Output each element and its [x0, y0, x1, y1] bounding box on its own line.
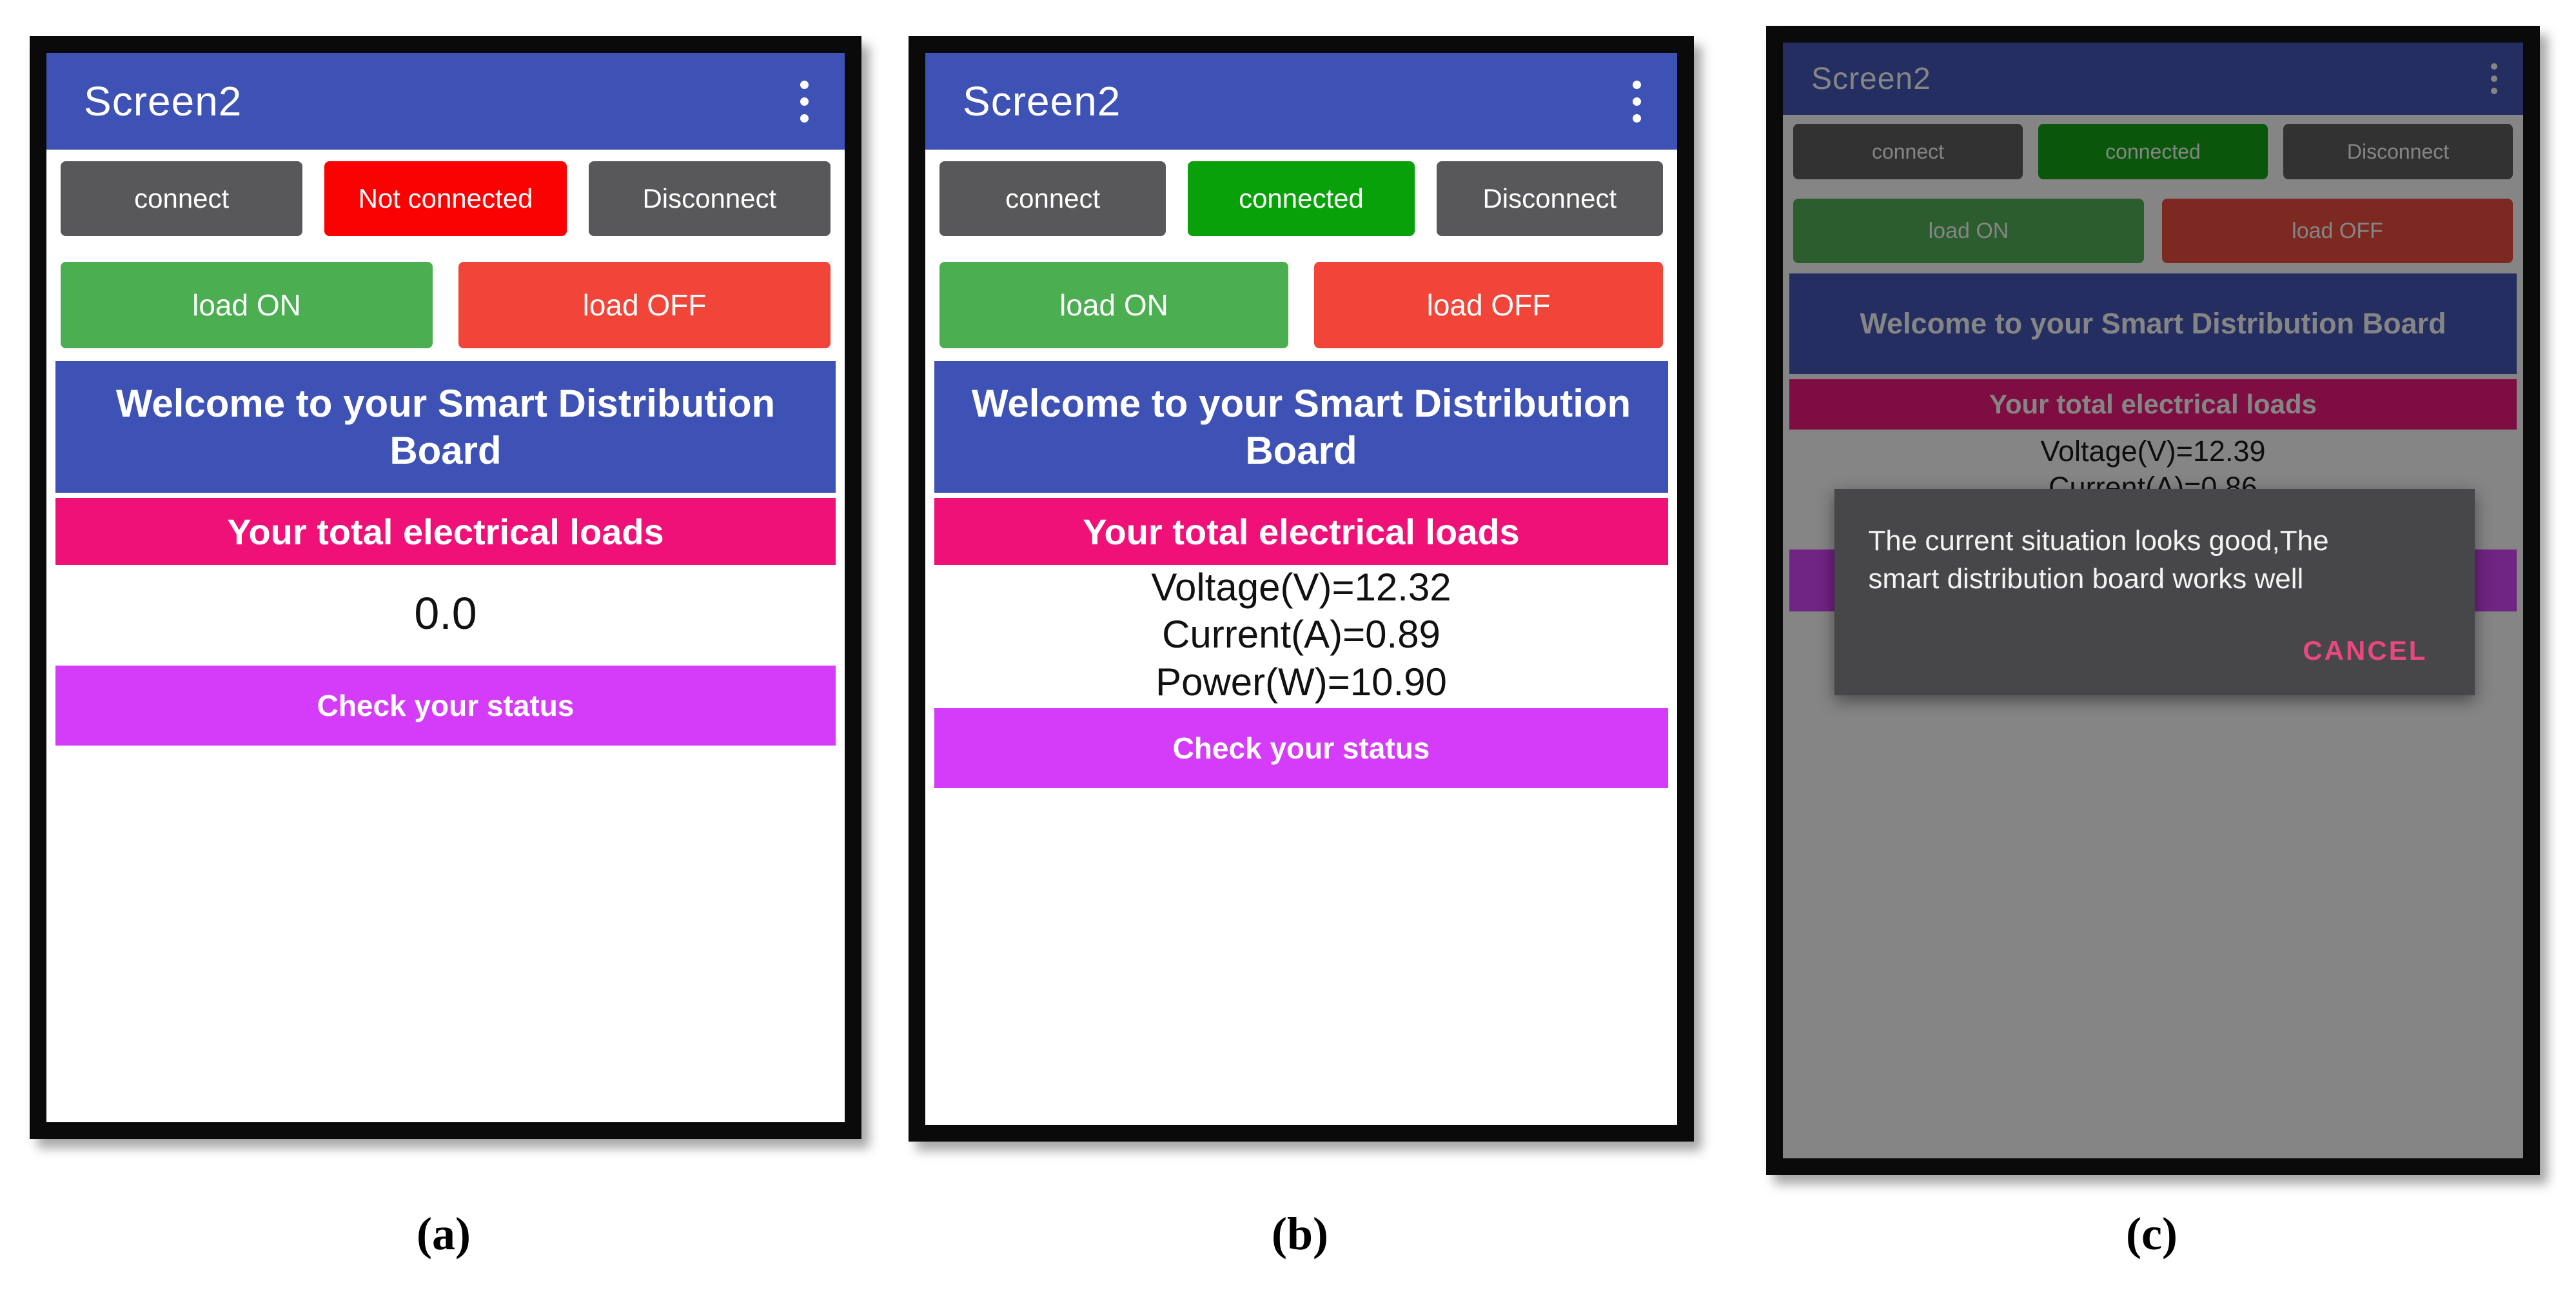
screen-title: Screen2	[84, 78, 242, 124]
check-status-button[interactable]: Check your status	[934, 708, 1668, 788]
app-screen-c: Screen2 connect connected Disconnect loa…	[1783, 43, 2523, 1158]
phone-frame-b: Screen2 connect connected Disconnect loa…	[909, 36, 1694, 1142]
connection-button-row: connect Not connected Disconnect	[61, 161, 831, 236]
disconnect-button[interactable]: Disconnect	[588, 161, 831, 236]
load-on-button[interactable]: load ON	[939, 262, 1288, 348]
load-button-row: load ON load OFF	[61, 262, 831, 348]
load-off-button[interactable]: load OFF	[1314, 262, 1663, 348]
load-on-button[interactable]: load ON	[61, 262, 433, 348]
caption-a: (a)	[417, 1208, 471, 1260]
app-header: Screen2	[46, 53, 845, 150]
loads-banner: Your total electrical loads	[934, 498, 1668, 565]
current-value: Current(A)=0.89	[1162, 613, 1440, 657]
load-off-button[interactable]: load OFF	[458, 262, 831, 348]
check-status-button[interactable]: Check your status	[55, 666, 836, 746]
dialog-actions: CANCEL	[1868, 635, 2444, 666]
load-button-row: load ON load OFF	[939, 262, 1663, 348]
kebab-menu-icon[interactable]	[800, 80, 809, 123]
connection-button-row: connect connected Disconnect	[939, 161, 1663, 236]
caption-c: (c)	[2126, 1208, 2178, 1260]
disconnect-button[interactable]: Disconnect	[1436, 161, 1663, 236]
welcome-banner: Welcome to your Smart Distribution Board	[934, 361, 1668, 493]
readout-value: 0.0	[414, 588, 477, 639]
phone-frame-a: Screen2 connect Not connected Disconnect…	[30, 36, 861, 1139]
cancel-button[interactable]: CANCEL	[2303, 635, 2428, 666]
connection-status-button[interactable]: connected	[1188, 161, 1415, 236]
dialog-message: The current situation looks good,The sma…	[1868, 525, 2329, 595]
caption-b: (b)	[1272, 1208, 1328, 1260]
welcome-banner: Welcome to your Smart Distribution Board	[55, 361, 836, 493]
app-header: Screen2	[925, 53, 1677, 150]
load-readout: 0.0	[46, 565, 845, 662]
connect-button[interactable]: connect	[61, 161, 303, 236]
status-dialog: The current situation looks good,The sma…	[1834, 489, 2475, 695]
power-value: Power(W)=10.90	[1155, 660, 1447, 704]
app-screen-a: Screen2 connect Not connected Disconnect…	[46, 53, 845, 1122]
connection-status-button[interactable]: Not connected	[324, 161, 567, 236]
load-readout: Voltage(V)=12.32 Current(A)=0.89 Power(W…	[925, 565, 1677, 704]
kebab-menu-icon[interactable]	[1633, 80, 1641, 123]
voltage-value: Voltage(V)=12.32	[1151, 566, 1451, 609]
app-screen-b: Screen2 connect connected Disconnect loa…	[925, 53, 1677, 1125]
phone-frame-c: Screen2 connect connected Disconnect loa…	[1766, 26, 2540, 1175]
connect-button[interactable]: connect	[939, 161, 1166, 236]
screen-title: Screen2	[963, 78, 1121, 124]
loads-banner: Your total electrical loads	[55, 498, 836, 565]
